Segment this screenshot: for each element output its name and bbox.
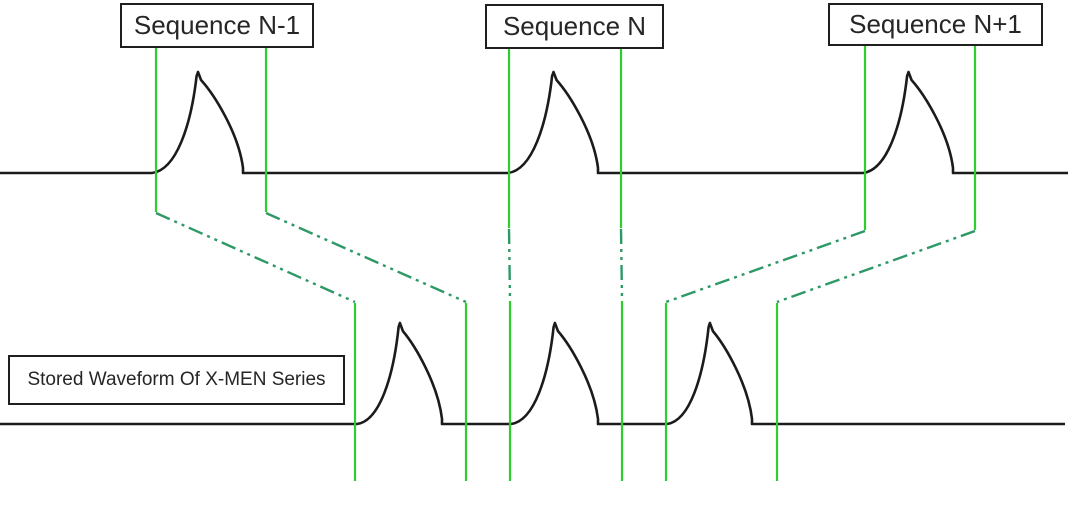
sequence-mapping-connector-line xyxy=(776,229,976,304)
sequence-mapping-connector-line xyxy=(155,211,356,304)
sequence-n-label-box: Sequence N xyxy=(485,4,664,49)
sequence-mapping-connector-line xyxy=(507,228,512,301)
sequence-mapping-connector-line xyxy=(265,211,467,304)
sequence-mapping-connector-line xyxy=(665,229,866,304)
sequence-mapping-connector-line xyxy=(619,228,624,301)
stored-waveform-label-box: Stored Waveform Of X-MEN Series xyxy=(8,355,345,405)
sequence-n-minus-1-label-box: Sequence N-1 xyxy=(120,3,314,48)
bottom-waveform-path xyxy=(0,321,1065,426)
sequence-n-plus-1-label-box: Sequence N+1 xyxy=(828,3,1043,46)
top-waveform-path xyxy=(0,70,1068,175)
